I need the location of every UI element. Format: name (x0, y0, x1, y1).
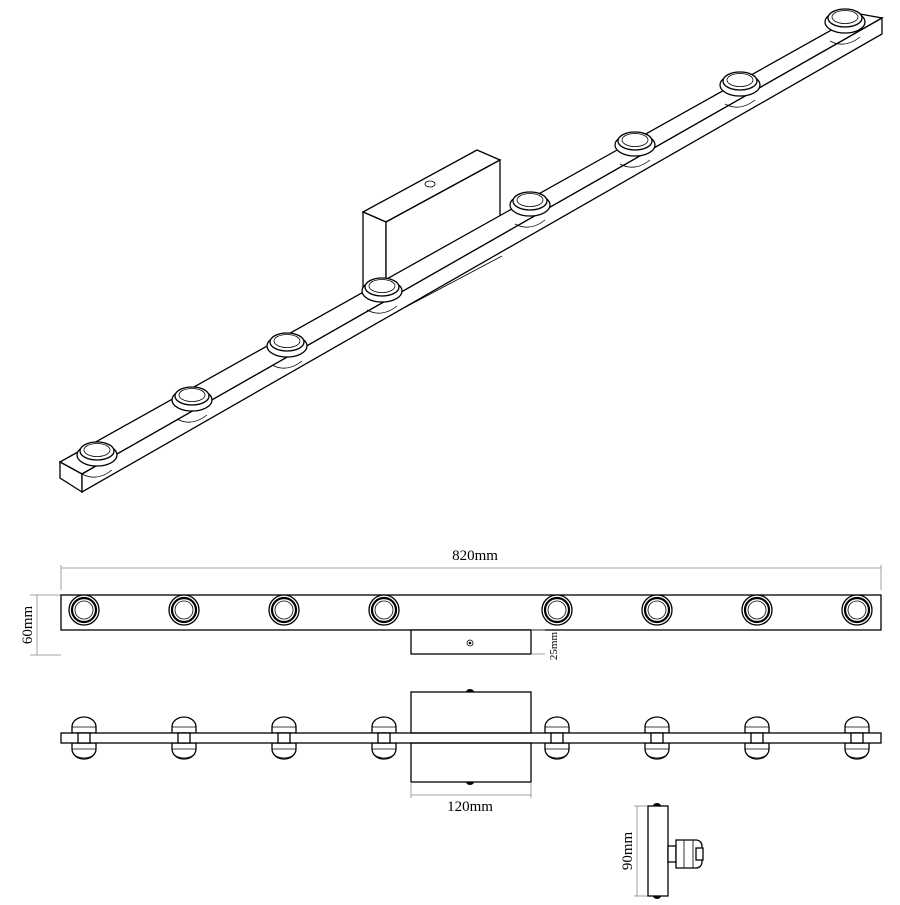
top-light-2 (171, 716, 197, 760)
top-light-5 (544, 716, 570, 760)
iso-light-7 (719, 71, 761, 108)
top-light-7 (744, 716, 770, 760)
front-lights (68, 594, 873, 626)
length-dimension-label: 820mm (452, 548, 498, 564)
top-light-lens-4 (373, 732, 395, 759)
iso-light-8 (824, 8, 866, 45)
front-view: 820mm 60mm 25mm (20, 548, 882, 661)
side-view: 90mm (620, 803, 704, 899)
top-view: 120mm (60, 689, 882, 815)
top-light-lens-3 (273, 732, 295, 759)
height-dimension-label: 60mm (20, 606, 36, 645)
top-light-lens-2 (173, 732, 195, 759)
front-light-1 (68, 594, 100, 626)
front-canopy (410, 629, 532, 655)
front-light-4 (368, 594, 400, 626)
top-light-lens-1 (73, 732, 95, 759)
top-light-lens-5 (546, 732, 568, 759)
front-light-8 (841, 594, 873, 626)
top-light-4 (371, 716, 397, 760)
canopy-offset-dimension-label: 25mm (548, 632, 560, 661)
front-light-2 (168, 594, 200, 626)
iso-light-6 (614, 131, 656, 168)
top-light-lens-8 (846, 732, 868, 759)
iso-light-4 (361, 277, 403, 314)
iso-light-2 (171, 386, 213, 423)
front-light-5 (541, 594, 573, 626)
top-light-8 (844, 716, 870, 760)
front-light-3 (268, 594, 300, 626)
depth-dimension-label: 90mm (620, 832, 636, 871)
top-lights (71, 716, 870, 760)
canopy-width-dimension-label: 120mm (447, 799, 493, 815)
top-light-3 (271, 716, 297, 760)
iso-lights (76, 8, 866, 478)
side-light-head (675, 839, 704, 869)
front-light-6 (641, 594, 673, 626)
iso-light-1 (76, 441, 118, 478)
front-canopy-screw (466, 639, 474, 647)
iso-light-5 (509, 191, 551, 228)
top-light-1 (71, 716, 97, 760)
side-canopy (647, 805, 669, 897)
iso-light-3 (266, 332, 308, 369)
top-light-lenses (73, 732, 868, 759)
top-light-6 (644, 716, 670, 760)
side-bar (667, 845, 677, 863)
isometric-view (58, 8, 884, 494)
iso-bar (58, 13, 884, 494)
top-light-lens-7 (746, 732, 768, 759)
front-light-7 (741, 594, 773, 626)
top-light-lens-6 (646, 732, 668, 759)
